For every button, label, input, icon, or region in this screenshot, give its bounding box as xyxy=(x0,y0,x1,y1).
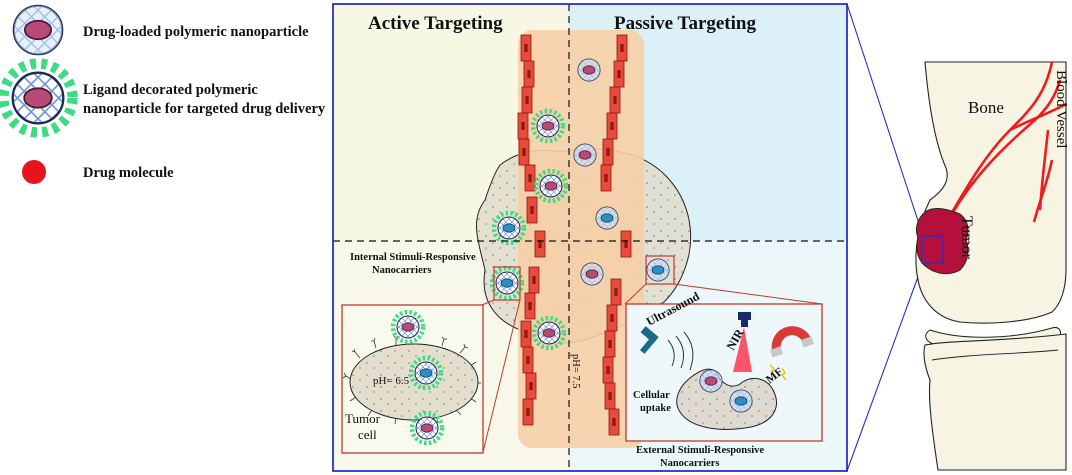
blood-vessels xyxy=(936,61,1067,237)
legend-label-drug: Drug molecule xyxy=(83,165,174,181)
legend: Drug-loaded polymeric nanoparticle Ligan… xyxy=(4,4,326,184)
internal-stimuli-line2: Nanocarriers xyxy=(372,265,431,276)
blood-vessel-label: Blood Vessel xyxy=(1053,70,1069,148)
lower-bone xyxy=(923,333,1067,471)
ph-tumor-label: pH= 6.5 xyxy=(373,375,410,387)
ph-blood-label: pH= 7.5 xyxy=(570,354,581,389)
panel-frame xyxy=(332,3,848,472)
legend-label-ligand-line2: nanoparticle for targeted drug delivery xyxy=(83,101,326,117)
active-inset: pH= 6.5 Tumor cell xyxy=(341,304,484,454)
passive-targeting-title: Passive Targeting xyxy=(614,13,756,34)
passive-inset: Ultrasound NIR AMF Cellular xyxy=(625,289,823,442)
legend-np-icon xyxy=(12,4,64,56)
legend-label-np: Drug-loaded polymeric nanoparticle xyxy=(83,24,309,40)
tumor-label: Tumor xyxy=(958,216,975,260)
ultrasound-transducer-icon xyxy=(639,326,694,371)
bone-illustration: Bone Blood Vessel Tumor xyxy=(915,61,1069,471)
internal-stimuli-line1: Internal Stimuli-Responsive xyxy=(350,252,476,263)
bone-tumor xyxy=(915,208,969,275)
legend-drug-icon xyxy=(22,160,46,184)
magnet-icon xyxy=(769,326,815,381)
external-stimuli-line2: Nanocarriers xyxy=(660,458,719,469)
legend-label-ligand-line1: Ligand decorated polymeric xyxy=(83,82,258,98)
cellular-uptake-line2: uptake xyxy=(640,403,671,414)
cellular-uptake-line1: Cellular xyxy=(633,390,670,401)
legend-ligand-np-icon xyxy=(4,64,73,133)
active-targeting-title: Active Targeting xyxy=(368,13,503,34)
zoom-region xyxy=(921,235,944,264)
targeting-panel: Active Targeting Passive Targeting Inter… xyxy=(332,3,848,472)
nir-laser-icon xyxy=(733,312,752,372)
external-stimuli-line1: External Stimuli-Responsive xyxy=(636,445,764,456)
tumor-cell-label-line1: Tumor xyxy=(345,411,381,426)
bone-label: Bone xyxy=(968,98,1004,117)
tumor-cell-label-line2: cell xyxy=(358,427,377,442)
